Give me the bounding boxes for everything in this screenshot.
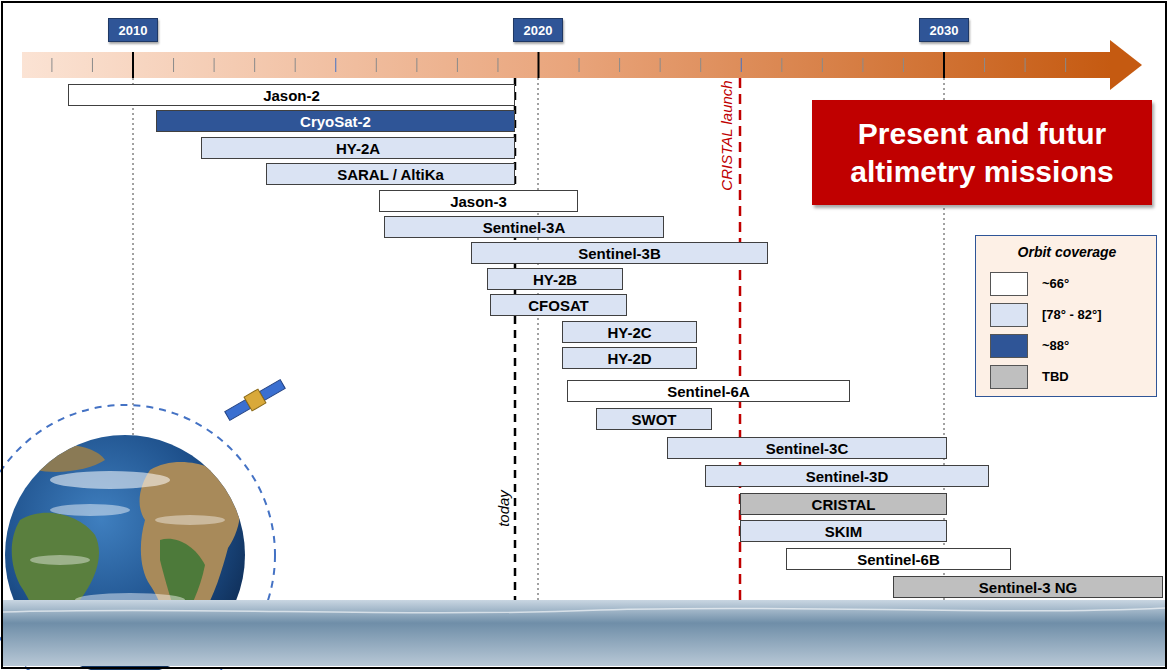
mission-bar: HY-2A xyxy=(201,137,515,159)
year-tick xyxy=(132,52,134,78)
mission-bar: CFOSAT xyxy=(490,294,627,316)
mission-name: HY-2C xyxy=(607,324,651,341)
mission-bar: Sentinel-6A xyxy=(567,380,850,402)
year-tick xyxy=(51,58,52,72)
year-tick xyxy=(862,58,863,72)
legend-text: ~66° xyxy=(1042,276,1069,291)
mission-name: SARAL / AltiKa xyxy=(337,166,444,183)
mission-name: CRISTAL xyxy=(812,496,876,513)
mission-bar: HY-2D xyxy=(562,347,697,369)
title-text: Present and futur altimetry missions xyxy=(822,115,1142,190)
year-tick xyxy=(741,58,742,72)
year-tick xyxy=(1065,58,1066,72)
year-label: 2010 xyxy=(119,23,148,38)
mission-name: Sentinel-3D xyxy=(806,468,889,485)
mission-name: Sentinel-6B xyxy=(857,551,940,568)
year-tick xyxy=(984,58,985,72)
year-tick xyxy=(1025,58,1026,72)
mission-bar: Jason-3 xyxy=(379,190,578,212)
year-tick xyxy=(214,58,215,72)
mission-name: Jason-2 xyxy=(263,87,320,104)
mission-bar: Sentinel-3D xyxy=(705,465,989,487)
year-marker: 2010 xyxy=(108,18,158,42)
mission-name: SWOT xyxy=(632,411,677,428)
year-label: 2020 xyxy=(524,23,553,38)
legend-heading: Orbit coverage xyxy=(1018,244,1117,260)
year-tick xyxy=(903,58,904,72)
year-tick xyxy=(660,58,661,72)
year-tick xyxy=(538,52,540,78)
year-tick xyxy=(619,58,620,72)
year-tick xyxy=(335,58,336,72)
year-tick xyxy=(92,58,93,72)
mission-name: Sentinel-3B xyxy=(578,245,661,262)
year-tick xyxy=(376,58,377,72)
year-marker: 2020 xyxy=(513,18,563,42)
mission-bar: SWOT xyxy=(596,408,712,430)
year-label: 2030 xyxy=(930,23,959,38)
mission-name: Sentinel-3A xyxy=(483,219,566,236)
mission-bar: CRISTAL xyxy=(740,493,947,515)
year-tick xyxy=(295,58,296,72)
year-tick xyxy=(700,58,701,72)
mission-bar: Sentinel-3A xyxy=(384,216,664,238)
year-tick xyxy=(254,58,255,72)
mission-name: Jason-3 xyxy=(450,193,507,210)
legend-text: [78° - 82°] xyxy=(1042,307,1102,322)
year-tick xyxy=(822,58,823,72)
mission-name: SKIM xyxy=(825,523,863,540)
legend-text: TBD xyxy=(1042,369,1069,384)
mission-bar: SARAL / AltiKa xyxy=(266,163,515,185)
mission-name: HY-2A xyxy=(336,140,380,157)
year-tick xyxy=(781,58,782,72)
mission-name: Sentinel-3C xyxy=(766,440,849,457)
year-tick xyxy=(497,58,498,72)
marker-label: CRISTAL launch xyxy=(718,80,735,190)
mission-name: Sentinel-6A xyxy=(667,383,750,400)
legend-swatch xyxy=(990,334,1028,358)
mission-name: CFOSAT xyxy=(528,297,589,314)
year-marker: 2030 xyxy=(919,18,969,42)
legend-swatch xyxy=(990,272,1028,296)
mission-bar: Sentinel-3C xyxy=(667,437,947,459)
mission-bar: CryoSat-2 xyxy=(156,110,515,132)
mission-name: CryoSat-2 xyxy=(300,113,371,130)
year-tick xyxy=(416,58,417,72)
mission-name: HY-2B xyxy=(533,271,577,288)
mission-bar: SKIM xyxy=(740,520,947,542)
year-tick xyxy=(457,58,458,72)
mission-bar: HY-2C xyxy=(562,321,697,343)
mission-bar: Jason-2 xyxy=(68,84,515,106)
year-tick xyxy=(173,58,174,72)
title-box: Present and futur altimetry missions xyxy=(812,100,1152,205)
mission-bar: Sentinel-3B xyxy=(471,242,768,264)
legend-swatch xyxy=(990,365,1028,389)
marker-label: today xyxy=(494,490,511,527)
legend-panel: Orbit coverage ~66° [78° - 82°] ~88° TBD xyxy=(975,235,1157,397)
mission-name: HY-2D xyxy=(607,350,651,367)
year-tick xyxy=(579,58,580,72)
mission-bar: HY-2B xyxy=(487,268,623,290)
mission-bar: Sentinel-6B xyxy=(786,548,1011,570)
mission-bar: Sentinel-3 NG xyxy=(893,576,1163,598)
legend-swatch xyxy=(990,303,1028,327)
mission-name: Sentinel-3 NG xyxy=(979,579,1077,596)
legend-text: ~88° xyxy=(1042,338,1069,353)
year-tick xyxy=(943,52,945,78)
